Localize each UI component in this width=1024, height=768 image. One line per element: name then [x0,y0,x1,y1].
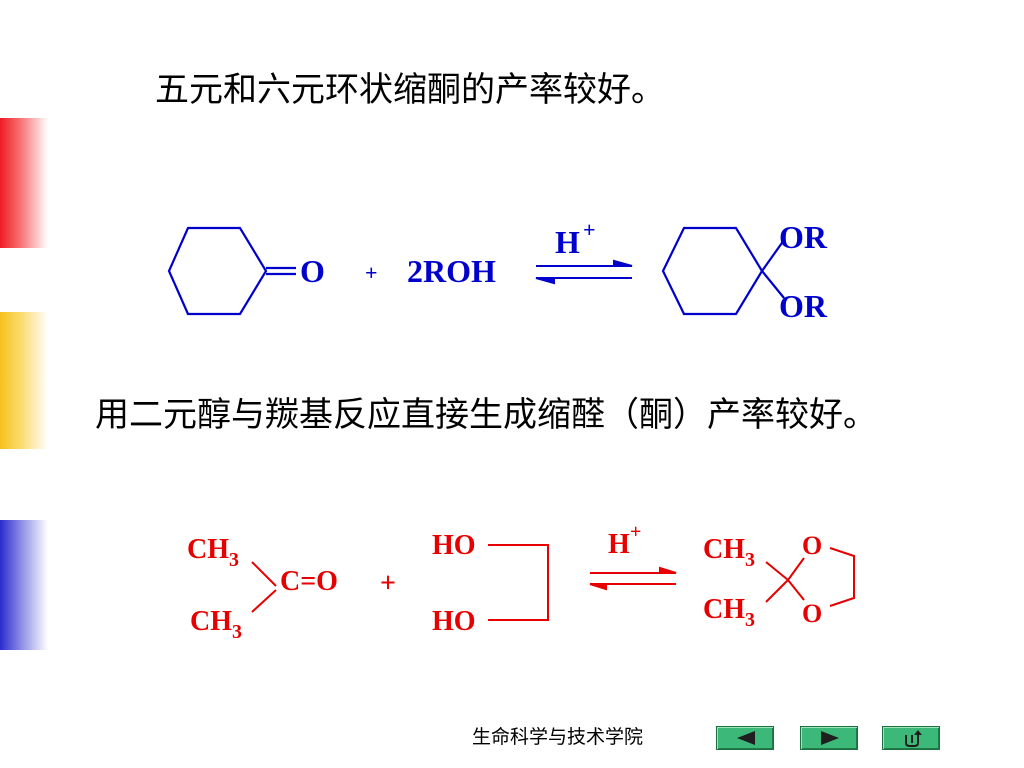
next-slide-button[interactable] [800,726,858,750]
catalyst-charge-2: + [630,521,641,543]
ring-oxygen-bottom: O [802,599,822,628]
statement-cyclic-ketal-yield: 五元和六元环状缩酮的产率较好。 [155,70,665,110]
plus-sign-2: + [380,568,396,599]
statement-diol-acetal-yield: 用二元醇与羰基反应直接生成缩醛（酮）产率较好。 [95,395,877,435]
reagent-2roh: 2ROH [407,253,496,289]
return-arrow-icon [905,730,922,747]
reactant-carbonyl: C=O [280,566,338,597]
return-button[interactable] [882,726,940,750]
ring-oxygen-top: O [802,531,822,560]
prev-triangle-icon [737,731,755,745]
accent-bar-blue [0,520,48,650]
product-ring [661,226,764,316]
diol-ho-top: HO [432,530,476,561]
carbonyl-oxygen-label: O [300,253,325,289]
next-triangle-icon [821,731,839,745]
catalyst-charge: + [583,217,596,242]
catalyst-label: H [555,224,580,260]
dioxolane-ring-bonds [765,547,855,607]
accent-bar-red [0,118,48,248]
reactant-ch3-top: CH3 [187,534,239,571]
product-or-top: OR [779,219,828,255]
reaction-scheme-cyclohexanone: O + 2ROH H + OR OR [167,217,828,324]
footer-institution-label: 生命科学与技术学院 [472,726,644,748]
bond-to-or-top [761,239,785,272]
diol-backbone [488,544,549,621]
equilibrium-arrows [535,259,633,285]
accent-bar-yellow [0,312,48,449]
product-ch3-bottom: CH3 [703,594,755,631]
reaction-scheme-acetone-diol: CH3 C=O CH3 + HO HO H + CH3 CH3 O O [187,521,855,643]
product-or-bottom: OR [779,288,828,324]
catalyst-label-2: H [608,529,630,560]
plus-sign: + [365,260,378,285]
reactant-ch3-bottom: CH3 [190,606,242,643]
bond-to-or-bottom [761,270,785,299]
product-ch3-top: CH3 [703,534,755,571]
equilibrium-arrows-2 [589,566,677,591]
reactant-bonds [251,561,277,613]
previous-slide-button[interactable] [716,726,774,750]
cyclohexanone-ring [167,226,268,316]
diol-ho-bottom: HO [432,606,476,637]
